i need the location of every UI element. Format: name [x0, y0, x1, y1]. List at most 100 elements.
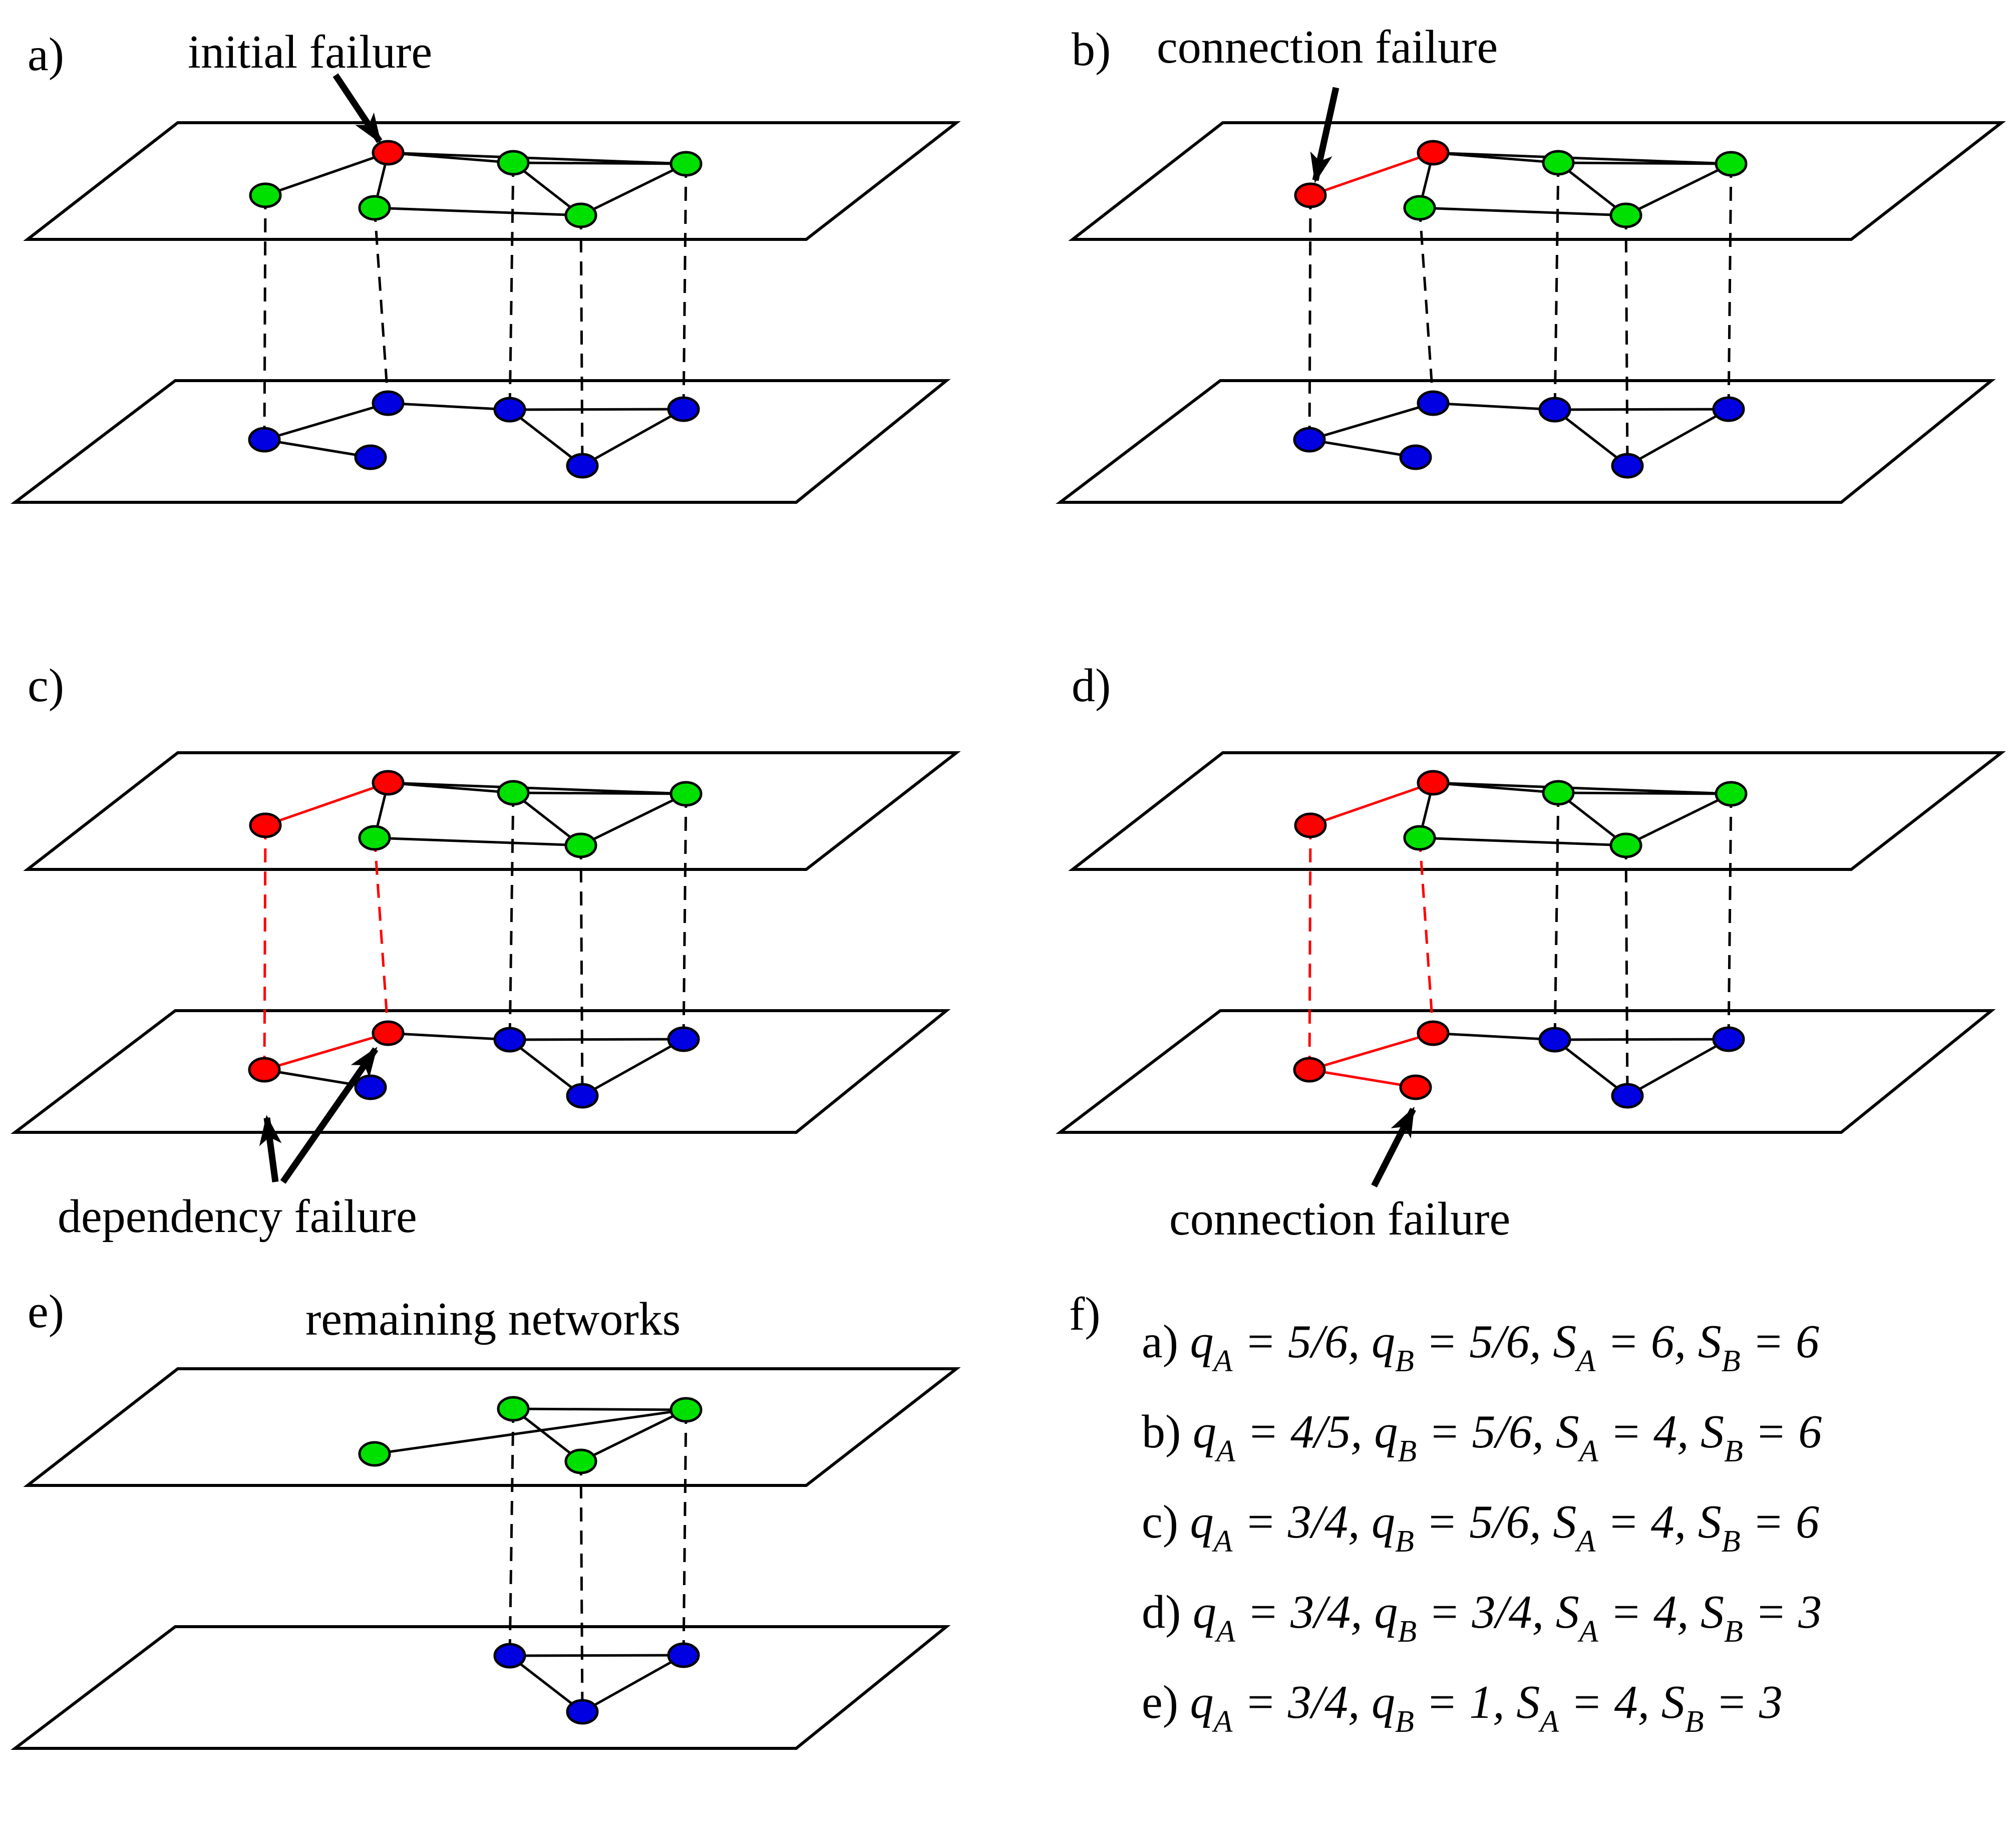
network-edge — [581, 408, 685, 467]
network-edge — [1625, 162, 1732, 217]
node-a — [1715, 151, 1748, 177]
node-a — [497, 150, 530, 176]
dependency-link — [508, 792, 515, 1040]
dependency-link — [508, 1408, 515, 1656]
panel-c — [11, 751, 961, 1134]
network-edge — [1309, 1032, 1434, 1071]
node-b — [1538, 397, 1571, 423]
network-edge — [1433, 151, 1732, 165]
network-edge — [1310, 151, 1434, 197]
dependency-link — [1418, 207, 1435, 404]
annotation-initial-failure: initial failure — [188, 26, 432, 78]
network-edge — [374, 836, 581, 847]
annotation-remaining-networks: remaining networks — [305, 1293, 681, 1345]
plane-network-b — [11, 379, 951, 504]
network-edge — [264, 402, 389, 441]
node-a — [358, 1441, 391, 1467]
node-a — [372, 140, 405, 166]
network-edge — [264, 438, 371, 459]
network-edge — [1558, 791, 1732, 795]
plane-network-a — [23, 121, 961, 241]
panel-label-b: b) — [1072, 24, 1111, 76]
node-b — [493, 1027, 526, 1053]
network-edge — [374, 206, 581, 217]
network-edge — [1309, 1068, 1416, 1089]
network-edge — [1419, 836, 1626, 847]
node-a — [1609, 832, 1642, 858]
network-edge — [513, 161, 687, 165]
node-a — [1542, 780, 1575, 806]
node-a — [1609, 202, 1642, 228]
dependency-link — [682, 163, 688, 410]
plane-network-b — [11, 1625, 951, 1750]
node-b — [566, 1699, 599, 1725]
node-b — [1538, 1027, 1571, 1053]
dependency-link — [1553, 792, 1560, 1040]
node-b — [1399, 444, 1432, 470]
network-edge — [1309, 438, 1416, 459]
dependency-link — [682, 1409, 688, 1656]
dependency-link — [579, 845, 584, 1096]
node-b — [566, 1083, 599, 1109]
node-b — [1417, 1020, 1450, 1046]
node-b — [248, 427, 281, 453]
node-b — [1611, 453, 1644, 479]
network-edge — [1419, 206, 1626, 217]
summary-row: e) qA = 3/4, qB = 1, SA = 4, SB = 3 — [1142, 1676, 1783, 1739]
dependency-link — [1308, 195, 1312, 440]
network-edge — [265, 151, 389, 197]
panel-label-f: f) — [1069, 1288, 1101, 1340]
plane-network-a — [23, 751, 961, 871]
network-edge — [580, 792, 687, 847]
network-edge — [1554, 1038, 1729, 1041]
panel-label-d: d) — [1072, 660, 1111, 712]
network-edge — [580, 162, 687, 217]
annotation-arrows — [259, 73, 1416, 1187]
node-a — [1294, 812, 1327, 838]
node-a — [1417, 140, 1450, 166]
network-edge — [509, 408, 684, 411]
node-a — [1715, 781, 1748, 807]
panel-a — [11, 121, 961, 504]
network-edge — [265, 781, 389, 827]
node-b — [354, 1074, 387, 1100]
node-a — [372, 770, 405, 796]
node-a — [1403, 195, 1436, 221]
network-edge — [1626, 408, 1730, 467]
node-a — [497, 1396, 530, 1422]
network-edge — [374, 1408, 687, 1455]
network-edge — [388, 402, 510, 411]
panel-b — [1056, 121, 2006, 504]
node-b — [1293, 1057, 1326, 1083]
node-a — [497, 780, 530, 806]
node-a — [669, 781, 703, 807]
summary-row: d) qA = 3/4, qB = 3/4, SA = 4, SB = 3 — [1142, 1586, 1822, 1649]
dependency-link — [1418, 837, 1435, 1034]
plane-network-a — [1068, 751, 2006, 871]
node-b — [1417, 390, 1450, 416]
network-edge — [509, 1039, 583, 1097]
summary-equations: a) qA = 5/6, qB = 5/6, SA = 6, SB = 6b) … — [1142, 1316, 1822, 1739]
panel-label-a: a) — [28, 29, 64, 81]
summary-row: b) qA = 4/5, qB = 5/6, SA = 4, SB = 6 — [1142, 1406, 1822, 1468]
node-b — [1399, 1074, 1432, 1100]
plane-network-b — [1056, 1009, 1996, 1134]
dependency-link — [1727, 163, 1733, 410]
network-edge — [264, 1032, 389, 1071]
annotation-connection-failure-b: connection failure — [1157, 21, 1498, 73]
node-b — [493, 1643, 526, 1669]
node-a — [358, 825, 391, 851]
network-edge — [1554, 408, 1729, 411]
dependency-link — [263, 825, 267, 1070]
annotation-dependency-failure: dependency failure — [58, 1190, 417, 1243]
network-edge — [1626, 1038, 1730, 1097]
node-b — [1712, 396, 1745, 422]
node-a — [1294, 182, 1327, 208]
network-edge — [1554, 1039, 1628, 1097]
node-b — [372, 1020, 405, 1046]
node-b — [372, 390, 405, 416]
arrow-dependency-failure-2 — [280, 1047, 379, 1184]
dependency-link — [579, 215, 584, 466]
node-a — [358, 195, 391, 221]
